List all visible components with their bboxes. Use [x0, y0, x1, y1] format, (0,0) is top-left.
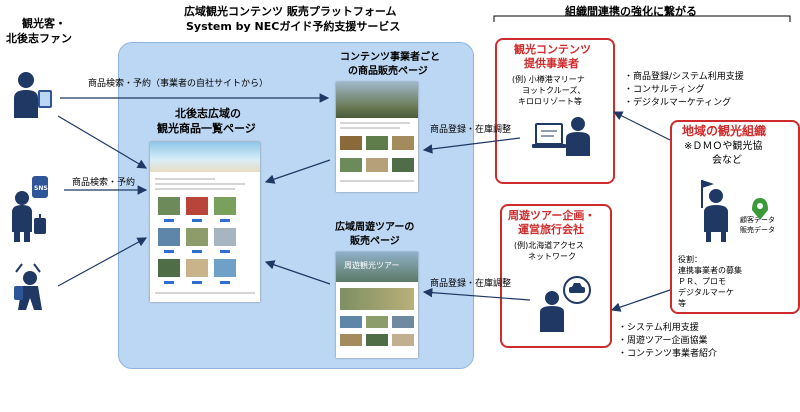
list-page-title-line2: 観光商品一覧ページ — [157, 122, 256, 135]
provider-example-line3: キロロリゾート等 — [518, 97, 582, 106]
list-page-title-line1: 北後志広域の — [175, 107, 241, 120]
agency-title-line2: 運営旅行会社 — [518, 223, 584, 236]
location-pin-icon — [752, 198, 768, 220]
right-title: 組織間連携の強化に繋がる — [565, 5, 697, 18]
agency-bullet-2: ・周遊ツアー企画協業 — [618, 336, 708, 346]
agency-example-line2: ネットワーク — [528, 252, 576, 261]
provider-example-line1: (例) 小樽港マリーナ — [512, 75, 585, 84]
agency-example-line1: (例)北海道アクセス — [514, 241, 584, 250]
arrow-hiker-to-list — [57, 237, 148, 287]
tourist-sns-icon — [12, 176, 48, 242]
regional-data-line2: 販売データ — [740, 226, 775, 234]
provider-title-line2: 提供事業者 — [524, 57, 579, 70]
list-page-screenshot — [150, 142, 260, 302]
regional-person-flag-icon — [701, 180, 728, 242]
arrow-user-to-list — [57, 115, 148, 169]
regional-role-line1: 役割： — [678, 255, 702, 264]
vendor-page-title-line2: の商品販売ページ — [348, 66, 428, 77]
audience-label-line2: 北後志ファン — [6, 32, 72, 45]
hiker-icon — [14, 263, 42, 310]
provider-bullet-2: ・コンサルティング — [624, 85, 705, 95]
arrow-label-register-bottom: 商品登録・在庫調整 — [430, 279, 512, 289]
provider-example-line2: ヨットクルーズ、 — [522, 86, 586, 95]
regional-data-line1: 顧客データ — [740, 216, 775, 224]
provider-bullet-3: ・デジタルマーケティング — [624, 98, 732, 108]
regional-org-box — [670, 120, 800, 314]
arrow-label-register-top: 商品登録・在庫調整 — [430, 125, 512, 135]
agency-bullet-3: ・コンテンツ事業者紹介 — [618, 349, 718, 359]
platform-title-line2: System by NECガイド予約支援サービス — [186, 20, 401, 33]
tour-banner-text: 周遊観光ツアー — [344, 261, 400, 270]
arrow-tour-to-list — [264, 260, 331, 285]
agency-person-icon — [540, 276, 591, 332]
arrow-vendor-to-list — [264, 159, 331, 184]
agency-bullet-1: ・システム利用支援 — [618, 323, 699, 333]
regional-org-sub-line2: 会など — [712, 155, 742, 166]
regional-org-title: 地域の観光組織 — [682, 124, 767, 138]
tour-page-title-line2: 販売ページ — [350, 236, 400, 247]
arrow-label-own-site: 商品検索・予約（事業者の自社サイトから） — [88, 79, 269, 89]
arrow-provider-to-vendor — [422, 137, 521, 154]
agency-title-line1: 周遊ツアー企画・ — [508, 209, 596, 222]
vendor-page-title-line1: コンテンツ事業者ごと — [340, 52, 440, 63]
provider-box — [495, 38, 615, 184]
regional-role-line3: ＰＲ、プロモ — [678, 277, 726, 286]
vendor-page-screenshot — [336, 82, 418, 192]
audience-label-line1: 観光客・ — [22, 17, 66, 30]
tour-page-screenshot: 周遊観光ツアー — [336, 252, 418, 358]
arrow-agency-to-tour — [422, 287, 531, 301]
regional-role-line2: 連携事業者の募集 — [678, 266, 742, 275]
arrow-label-search: 商品検索・予約 — [72, 178, 136, 188]
regional-role-line4: デジタルマーケ — [678, 288, 734, 297]
provider-person-icon — [532, 117, 590, 156]
provider-title-line1: 観光コンテンツ — [514, 43, 591, 56]
regional-org-sub-line1: ※ＤＭＯや観光協 — [684, 141, 763, 152]
regional-role-line5: 等 — [678, 299, 686, 308]
provider-bullet-1: ・商品登録/システム利用支援 — [624, 72, 744, 82]
tour-page-title-line1: 広域周遊ツアーの — [335, 222, 415, 233]
platform-title-line1: 広域観光コンテンツ 販売プラットフォーム — [184, 5, 397, 18]
tourist-tablet-icon — [14, 72, 52, 118]
sns-label: SNS — [34, 185, 48, 192]
